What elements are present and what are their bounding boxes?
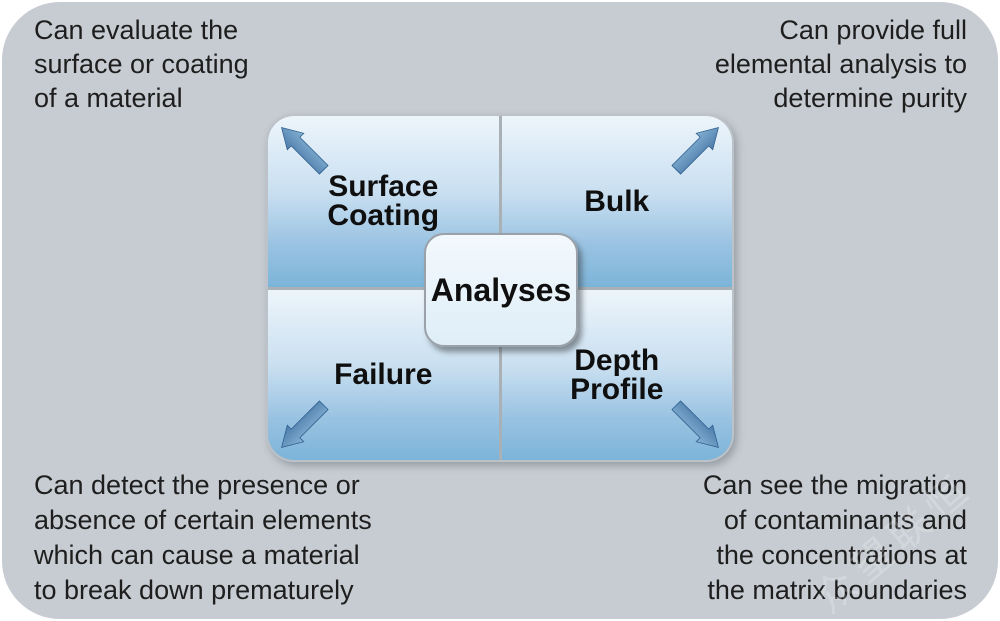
annotation-bulk: Can provide full elemental analysis to d…: [714, 15, 967, 113]
down-right-arrow-icon: [665, 394, 725, 454]
annotation-depth-profile: Can see the migration of contaminants an…: [702, 470, 967, 605]
annotation-surface-coating: Can evaluate the surface or coating of a…: [34, 15, 249, 113]
quadrant-label-surface-coating: Surface Coating: [327, 170, 440, 233]
quadrant-bulk: Bulk: [501, 116, 732, 287]
up-left-arrow-icon: [275, 121, 335, 181]
analyses-label: Analyses: [430, 271, 572, 308]
analyses-center-box: Analyses: [424, 233, 578, 347]
quadrant-label-depth-profile: Depth Profile: [570, 343, 664, 406]
quadrant-label-failure: Failure: [334, 358, 433, 392]
annotation-failure: Can detect the presence or absence of ce…: [34, 470, 372, 605]
quadrant-label-bulk: Bulk: [584, 184, 650, 218]
up-right-arrow-icon: [665, 121, 725, 181]
down-left-arrow-icon: [275, 394, 335, 454]
